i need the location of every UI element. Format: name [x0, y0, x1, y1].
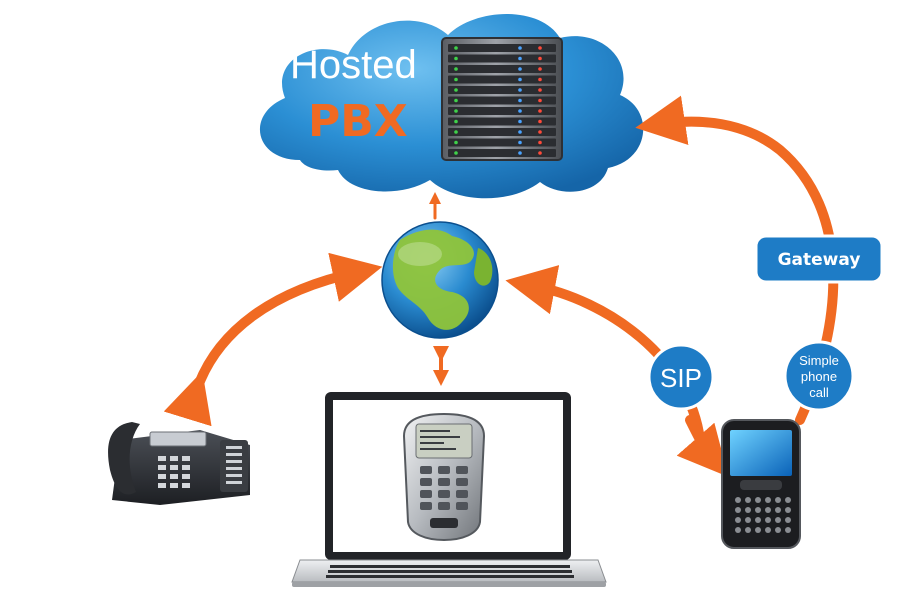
- server-slot: [448, 128, 556, 136]
- server-led: [538, 98, 542, 103]
- server-led: [538, 88, 542, 92]
- server-slot: [448, 86, 556, 94]
- desk-phone-icon: [108, 422, 250, 505]
- server-led: [538, 119, 542, 124]
- globe-icon: [381, 221, 499, 339]
- server-led: [454, 56, 458, 61]
- server-led: [518, 88, 522, 92]
- simple-phone-call-label: Simple phone call: [783, 340, 855, 412]
- server-slot: [448, 96, 556, 105]
- server-led: [454, 46, 458, 50]
- gateway-label: Gateway: [754, 234, 884, 284]
- server-slot: [448, 138, 556, 147]
- gateway-text: Gateway: [778, 250, 861, 270]
- server-slot: [448, 75, 556, 84]
- server-led: [518, 130, 522, 134]
- server-slot: [448, 149, 556, 157]
- server-led: [538, 46, 542, 50]
- arrow-globe-desk-phone: [163, 252, 383, 427]
- cloud-title-hosted: Hosted: [290, 43, 417, 87]
- server-led: [454, 77, 458, 82]
- server-led: [518, 140, 522, 145]
- arrow-sip-phone-to-globe: [505, 265, 705, 445]
- server-rack-icon: [441, 37, 563, 161]
- server-led: [518, 67, 522, 71]
- server-led: [454, 151, 458, 155]
- server-slot: [448, 44, 556, 52]
- cloud-title-pbx: PBX: [308, 96, 408, 147]
- server-slot: [448, 107, 556, 115]
- softphone-icon: [402, 412, 486, 542]
- server-slot: [448, 65, 556, 73]
- server-led: [538, 56, 542, 61]
- server-led: [454, 119, 458, 124]
- server-led: [454, 88, 458, 92]
- server-led: [538, 77, 542, 82]
- server-led: [454, 140, 458, 145]
- server-led: [454, 98, 458, 103]
- server-led: [538, 130, 542, 134]
- server-led: [538, 109, 542, 113]
- server-led: [538, 140, 542, 145]
- smartphone-icon: [721, 419, 801, 549]
- server-led: [518, 77, 522, 82]
- server-led: [538, 151, 542, 155]
- server-led: [518, 56, 522, 61]
- simple-call-line2: phone: [801, 369, 837, 384]
- server-slot: [448, 117, 556, 126]
- server-led: [454, 109, 458, 113]
- server-slot: [448, 54, 556, 63]
- server-led: [518, 119, 522, 124]
- server-led: [538, 67, 542, 71]
- sip-label: SIP: [647, 343, 715, 411]
- sip-text: SIP: [660, 363, 702, 393]
- server-led: [518, 46, 522, 50]
- server-led: [454, 130, 458, 134]
- server-led: [518, 109, 522, 113]
- arrow-sip-to-phone: [676, 415, 729, 477]
- simple-call-line3: call: [809, 385, 829, 400]
- server-led: [454, 67, 458, 71]
- server-led: [518, 98, 522, 103]
- server-led: [518, 151, 522, 155]
- simple-call-line1: Simple: [799, 353, 839, 368]
